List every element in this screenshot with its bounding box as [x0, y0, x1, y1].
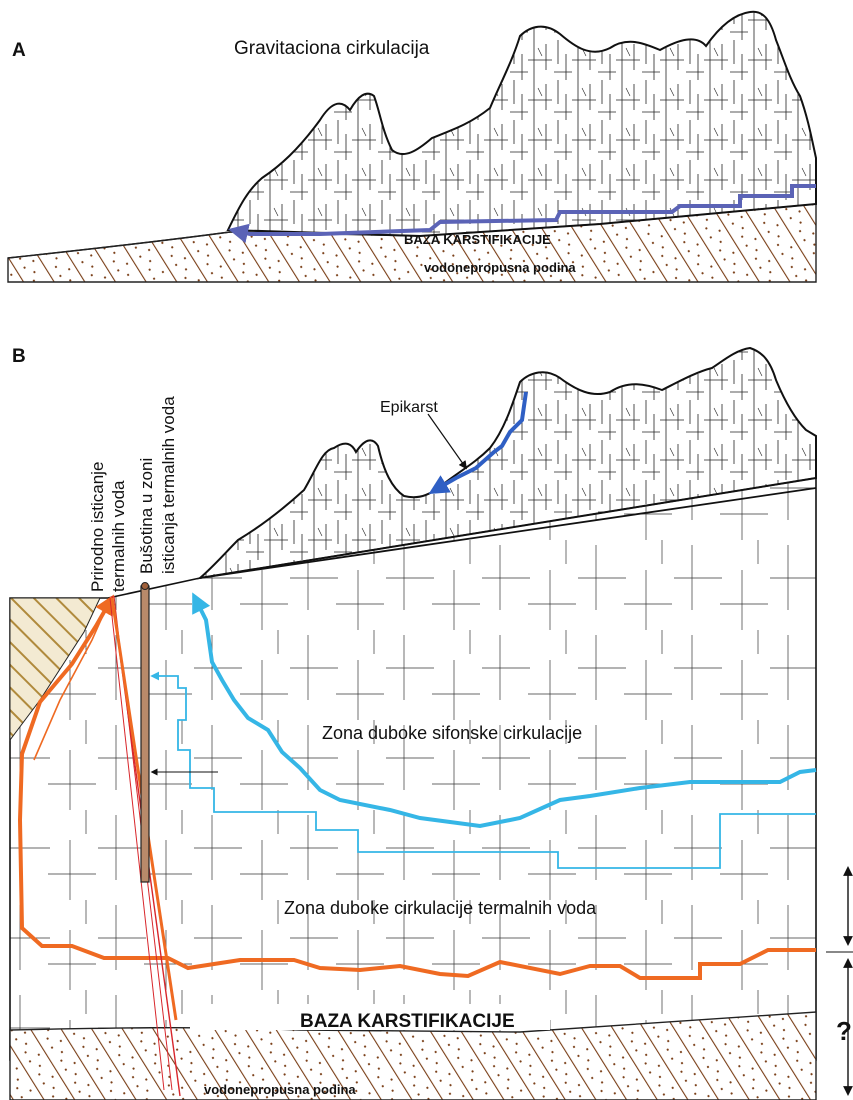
fault-line-3: [109, 597, 165, 1091]
panel-a-title: Gravitaciona cirkulacija: [234, 38, 430, 59]
panel-a-ground-line: [7, 231, 231, 259]
panel-b-floor-label: vodonepropusna podina: [204, 1082, 356, 1097]
panel-b: B Prirodno isticanje termalnih voda Bušo…: [9, 346, 853, 1100]
panel-a-letter: A: [12, 40, 26, 61]
panel-a-karst-massif: [226, 10, 817, 238]
panel-b-side-scale: [826, 866, 853, 1096]
epikarst-pointer-arrow: [427, 413, 467, 470]
well-label-line2: isticanja termalnih voda: [159, 396, 178, 574]
borehole-head: [141, 582, 149, 590]
spring-label-line1: Prirodno isticanje: [88, 462, 107, 592]
panel-b-letter: B: [12, 346, 26, 367]
siphon-zone-label: Zona duboke sifonske cirkulacije: [322, 723, 582, 743]
panel-b-borehole: [140, 585, 150, 883]
panel-b-karst-body: [9, 477, 817, 1061]
panel-a-gravity-flow-path: [228, 184, 816, 244]
panel-b-epikarst-line: [199, 487, 817, 579]
panel-b-thermal-inner-flow: [33, 603, 109, 761]
panel-b-hatched-block: [9, 597, 101, 742]
thermal-zone-label: Zona duboke cirkulacije termalnih voda: [284, 898, 597, 918]
panel-a: A Gravitaciona cirkulacija BAZA KARSTIFI…: [7, 10, 817, 283]
panel-a-base-label: BAZA KARSTIFIKACIJE: [404, 232, 551, 247]
well-label-line1: Bušotina u zoni: [137, 458, 156, 574]
epikarst-label: Epikarst: [380, 399, 438, 416]
panel-b-siphon-flows: [150, 592, 817, 869]
siphon-main-flow: [192, 592, 817, 829]
panel-a-floor-label: vodonepropusna podina: [424, 260, 576, 275]
panel-b-base-label: BAZA KARSTIFIKACIJE: [300, 1011, 515, 1032]
panel-b-thermal-flow: [17, 594, 816, 980]
spring-label-line2: termalnih voda: [109, 480, 128, 592]
panel-b-mountain: [196, 346, 817, 580]
siphon-secondary-flow: [150, 671, 816, 869]
scale-question-mark: ?: [836, 1016, 852, 1046]
panel-b-base-band: [190, 1004, 550, 1030]
panel-b-epikarst-flow: [428, 391, 528, 495]
